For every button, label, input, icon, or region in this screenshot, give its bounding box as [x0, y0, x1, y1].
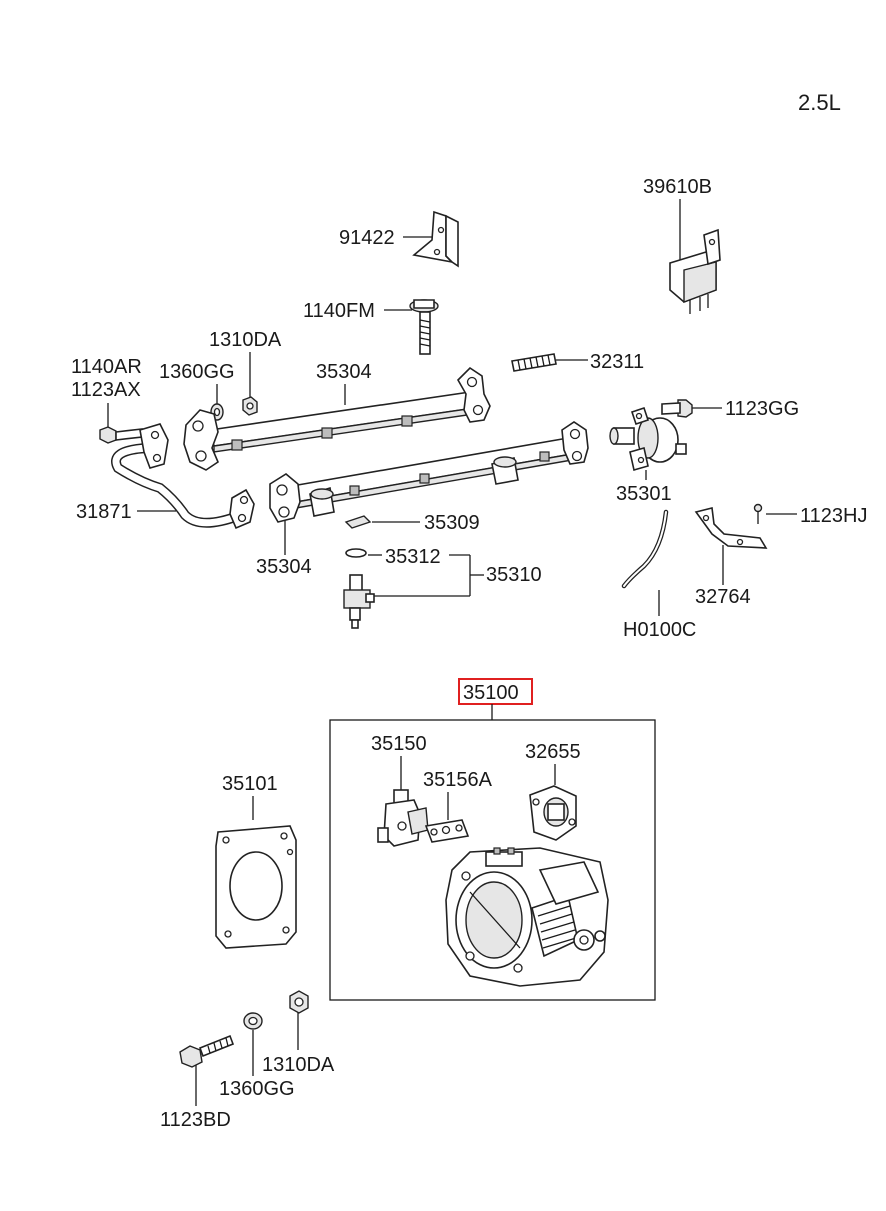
washer-1360GG-top[interactable]: 1360GG	[159, 361, 235, 421]
part-label-H0100C[interactable]: H0100C	[623, 619, 696, 641]
gasket-35156A[interactable]: 35156A	[423, 769, 493, 843]
part-label-39610B[interactable]: 39610B	[643, 176, 712, 198]
hose-H0100C[interactable]: H0100C	[621, 509, 696, 641]
part-label-35312[interactable]: 35312	[385, 546, 441, 568]
part-label-1123HJ[interactable]: 1123HJ	[800, 505, 867, 527]
clip-35309[interactable]: 35309	[344, 512, 480, 534]
part-label-1123BD[interactable]: 1123BD	[160, 1109, 231, 1131]
bolt-1123GG[interactable]: 1123GG	[661, 398, 799, 420]
stud-32311[interactable]: 32311	[511, 351, 644, 373]
injector-35310[interactable]: 35312 35310	[343, 546, 542, 629]
bolt-1140FM[interactable]: 1140FM	[303, 299, 439, 355]
engine-spec-label: 2.5L	[798, 90, 841, 115]
gasket-35101[interactable]: 35101	[215, 773, 297, 949]
screw-1123HJ[interactable]: 1123HJ	[753, 503, 868, 528]
part-label-1123GG[interactable]: 1123GG	[725, 398, 799, 420]
part-label-35150[interactable]: 35150	[371, 733, 427, 755]
part-label-35100[interactable]: 35100	[463, 682, 519, 704]
part-label-35310[interactable]: 35310	[486, 564, 542, 586]
part-label-32311[interactable]: 32311	[590, 351, 644, 373]
tps-sensor-32655[interactable]: 32655	[525, 741, 581, 841]
part-label-1310DA-bottom[interactable]: 1310DA	[262, 1054, 335, 1076]
part-label-1310DA-top[interactable]: 1310DA	[209, 329, 282, 351]
pressure-regulator-35301[interactable]: 35301	[609, 406, 687, 505]
nut-1310DA-top[interactable]: 1310DA	[209, 329, 282, 416]
part-label-35301[interactable]: 35301	[616, 483, 672, 505]
highlight-box-35100	[458, 678, 533, 705]
part-label-1140AR[interactable]: 1140AR	[71, 356, 142, 378]
part-label-1140FM[interactable]: 1140FM	[303, 300, 375, 322]
part-label-1360GG-bottom[interactable]: 1360GG	[219, 1078, 295, 1100]
part-label-91422[interactable]: 91422	[339, 227, 395, 249]
part-label-35304-top[interactable]: 35304	[316, 361, 372, 383]
part-label-32764[interactable]: 32764	[695, 586, 751, 608]
part-label-35304-bottom[interactable]: 35304	[256, 556, 312, 578]
fuel-pipe-31871[interactable]: 31871	[76, 423, 255, 530]
washer-1360GG-bottom[interactable]: 1360GG	[219, 1012, 295, 1100]
nut-1310DA-bottom[interactable]: 1310DA	[262, 990, 335, 1076]
assembly-box-35100	[329, 719, 656, 1001]
part-label-35309[interactable]: 35309	[424, 512, 480, 534]
part-label-32655[interactable]: 32655	[525, 741, 581, 763]
throttle-body[interactable]	[445, 847, 609, 987]
bracket-32764[interactable]: 32764	[694, 507, 768, 608]
bolt-1123BD[interactable]: 1123BD	[160, 1034, 235, 1131]
part-label-31871[interactable]: 31871	[76, 501, 132, 523]
part-label-35156A[interactable]: 35156A	[423, 769, 493, 791]
part-label-1360GG-top[interactable]: 1360GG	[159, 361, 235, 383]
bracket-91422[interactable]: 91422	[339, 210, 459, 268]
part-label-35101[interactable]: 35101	[222, 773, 278, 795]
idle-actuator-35150[interactable]: 35150	[371, 733, 429, 847]
bolt-1140AR-1123AX[interactable]: 1140AR 1123AX	[71, 356, 143, 444]
relay-39610B[interactable]: 39610B	[643, 176, 721, 314]
assembly-35100[interactable]: 35100	[329, 678, 656, 1001]
part-label-1123AX[interactable]: 1123AX	[71, 379, 141, 401]
fuel-rail-35304-bottom[interactable]: 35304	[256, 421, 589, 578]
fuel-rail-35304-top[interactable]: 35304	[183, 361, 491, 471]
